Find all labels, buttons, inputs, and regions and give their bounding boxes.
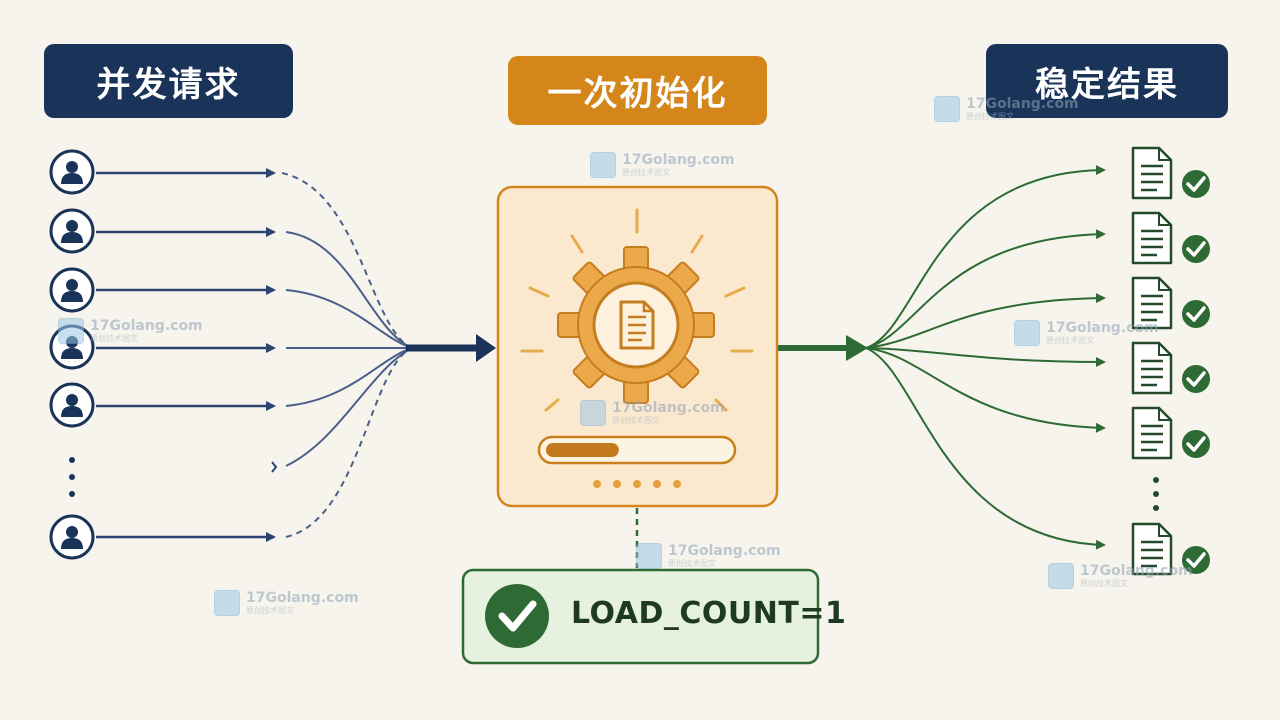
- watermark-logo-icon: [1048, 563, 1074, 589]
- watermark-tagline: 原创技术图文: [90, 334, 138, 343]
- watermark-tagline: 原创技术图文: [668, 559, 716, 568]
- load-count-status: [461, 568, 820, 665]
- watermark-name: 17Golang.com: [1080, 563, 1193, 579]
- request-arrows: [96, 168, 278, 542]
- watermark-tagline: 原创技术图文: [1080, 579, 1128, 588]
- converging-curves: [281, 172, 413, 538]
- output-arrow-head: [846, 335, 868, 361]
- watermark-tagline: 原创技术图文: [246, 606, 294, 615]
- user-icon: [49, 208, 95, 254]
- document-check-icon: [1131, 211, 1212, 265]
- user-icon: [49, 149, 95, 195]
- watermark-name: 17Golang.com: [966, 96, 1079, 112]
- watermark-logo-icon: [636, 543, 662, 569]
- watermark-tagline: 原创技术图文: [966, 112, 1014, 121]
- document-check-icon: [1131, 146, 1212, 200]
- single-init-header: 一次初始化: [508, 56, 767, 125]
- result-list: [1131, 146, 1212, 576]
- watermark-logo-icon: [214, 590, 240, 616]
- watermark-name: 17Golang.com: [622, 152, 735, 168]
- user-icon: [49, 382, 95, 428]
- gear-document-icon: [557, 246, 715, 404]
- document-check-icon: [1131, 406, 1212, 460]
- document-check-icon: [1131, 341, 1212, 395]
- init-card: [496, 185, 779, 508]
- load-count-label: LOAD_COUNT=1: [571, 596, 847, 631]
- watermark-logo-icon: [580, 400, 606, 426]
- watermark-name: 17Golang.com: [246, 590, 359, 606]
- watermark-tagline: 原创技术图文: [622, 168, 670, 177]
- watermark-name: 17Golang.com: [612, 400, 725, 416]
- watermark-name: 17Golang.com: [668, 543, 781, 559]
- merge-arrow-head: [476, 334, 496, 362]
- concurrent-requests-header: 并发请求: [44, 44, 293, 118]
- watermark-tagline: 原创技术图文: [612, 416, 660, 425]
- watermark-tagline: 原创技术图文: [1046, 336, 1094, 345]
- watermark-name: 17Golang.com: [90, 318, 203, 334]
- user-icon: [49, 267, 95, 313]
- request-user-list: [49, 149, 95, 560]
- user-icon: [49, 514, 95, 560]
- ellipsis-icon: [1153, 477, 1159, 511]
- watermark-logo-icon: [590, 152, 616, 178]
- watermark-logo-icon: [934, 96, 960, 122]
- watermark-logo-icon: [1014, 320, 1040, 346]
- check-circle-icon: [485, 584, 549, 648]
- ellipsis-icon: [69, 457, 75, 497]
- document-check-icon: [1131, 276, 1212, 330]
- document-check-icon: [1131, 522, 1212, 576]
- glow-rays: [520, 208, 754, 412]
- loading-dots: [593, 480, 681, 488]
- progress-fill: [546, 443, 619, 457]
- stable-results-header: 稳定结果: [986, 44, 1228, 118]
- progress-bar: [537, 435, 737, 465]
- watermark-logo-icon: [58, 318, 84, 344]
- diverging-curves: [865, 165, 1106, 550]
- watermark-name: 17Golang.com: [1046, 320, 1159, 336]
